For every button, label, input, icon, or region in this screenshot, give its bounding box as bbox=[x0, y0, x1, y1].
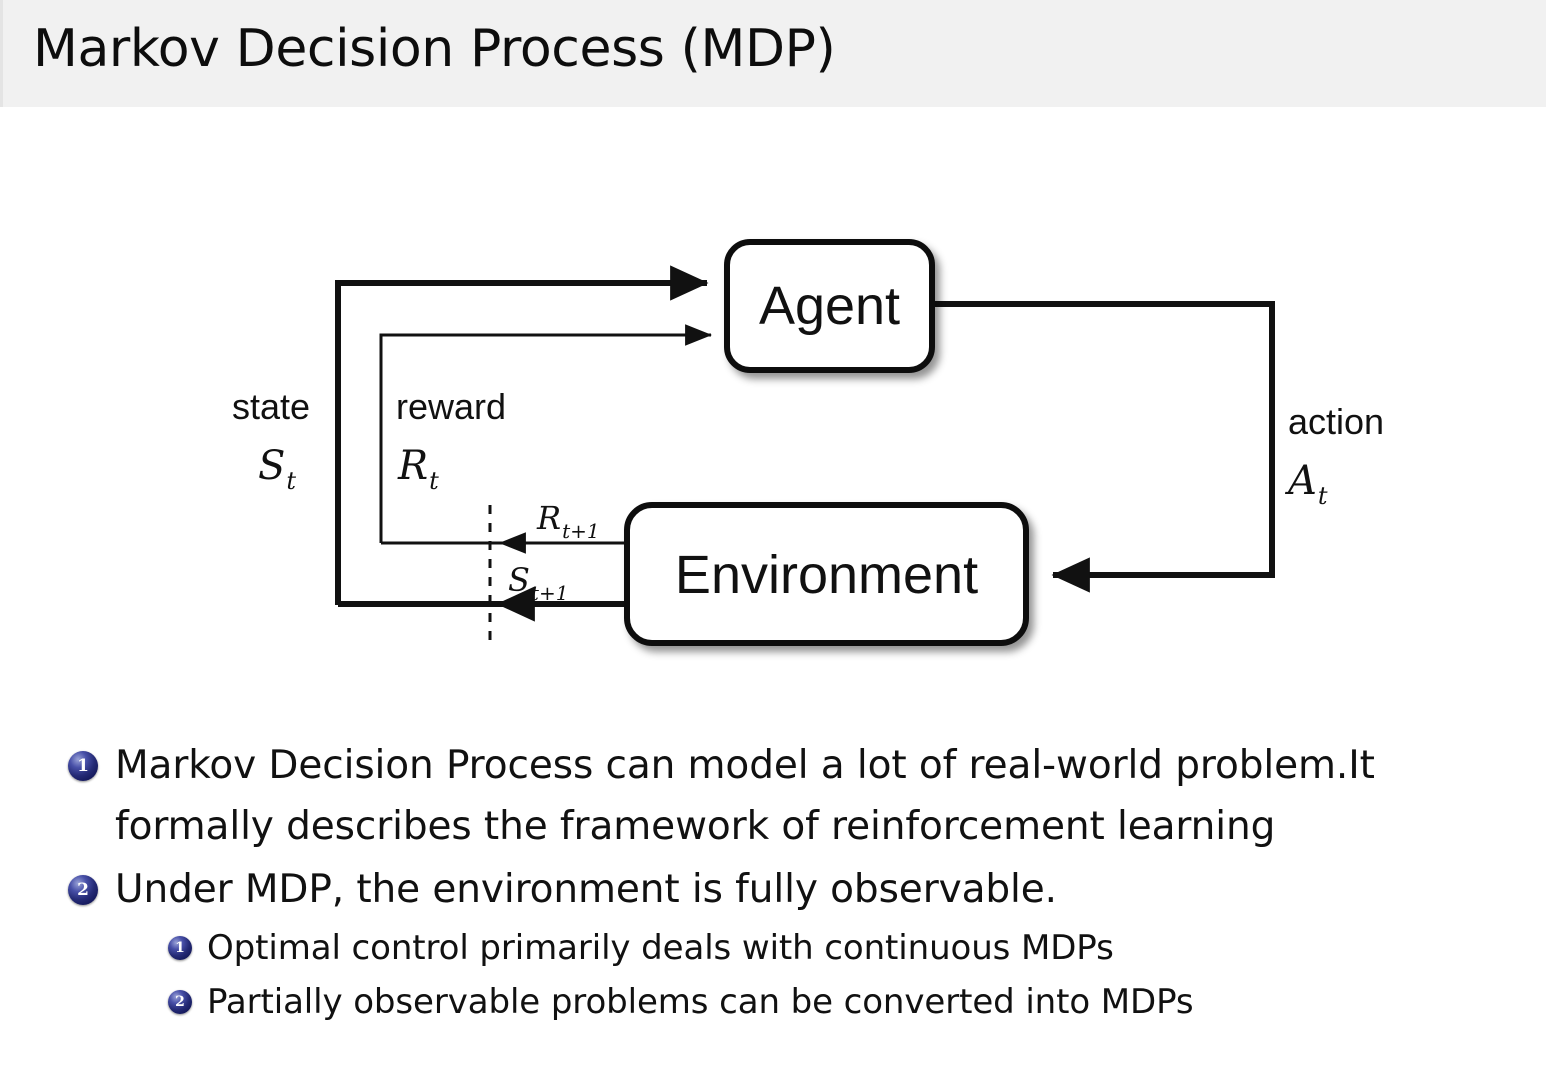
state-symbol: St bbox=[258, 443, 296, 495]
list-item-line-1a: Markov Decision Process can model a lot … bbox=[115, 743, 1349, 788]
list-item[interactable]: 2 Under MDP, the environment is fully ob… bbox=[0, 859, 1546, 920]
edge-reward-to-agent bbox=[379, 324, 713, 543]
edge-state-vertical-lower bbox=[335, 601, 511, 607]
reward-label: reward bbox=[396, 386, 506, 427]
environment-node: Environment bbox=[624, 502, 1029, 646]
agent-label: Agent bbox=[759, 276, 900, 336]
bullet-number-badge: 1 bbox=[168, 936, 192, 960]
edge-state-to-agent bbox=[335, 265, 709, 605]
list-item[interactable]: 2 Partially observable problems can be c… bbox=[0, 976, 1546, 1029]
agent-box bbox=[724, 239, 935, 373]
list-item[interactable]: 1 Optimal control primarily deals with c… bbox=[0, 922, 1546, 975]
list-item-line-1b: It bbox=[1348, 743, 1375, 788]
list-item-text: Partially observable problems can be con… bbox=[207, 982, 1194, 1022]
environment-box bbox=[624, 502, 1029, 646]
list-item[interactable]: 1 Markov Decision Process can model a lo… bbox=[0, 735, 1546, 857]
bullet-number-badge: 2 bbox=[168, 990, 192, 1014]
list-item-text: Under MDP, the environment is fully obse… bbox=[115, 859, 1057, 920]
bullet-number-badge: 1 bbox=[68, 751, 98, 781]
list-item-line-2: formally describes the framework of rein… bbox=[115, 804, 1276, 849]
list-item-text: Markov Decision Process can model a lot … bbox=[115, 735, 1375, 857]
slide-header-band: Markov Decision Process (MDP) bbox=[0, 0, 1546, 107]
action-label: action bbox=[1288, 401, 1384, 442]
state-label: state bbox=[232, 386, 310, 427]
state-next-symbol: St+1 bbox=[508, 561, 568, 605]
agent-node: Agent bbox=[724, 239, 935, 373]
list-item-text: Optimal control primarily deals with con… bbox=[207, 928, 1114, 968]
edge-action-to-environment bbox=[930, 301, 1275, 593]
page-title: Markov Decision Process (MDP) bbox=[33, 19, 836, 79]
agent-environment-loop-diagram: Agent Environment state St reward Rt act… bbox=[0, 107, 1546, 707]
environment-label: Environment bbox=[675, 545, 978, 605]
list-item-line-1: Under MDP, the environment is fully obse… bbox=[115, 867, 1057, 912]
reward-symbol: Rt bbox=[397, 443, 439, 495]
bullet-list: 1 Markov Decision Process can model a lo… bbox=[0, 735, 1546, 1030]
bullet-number-badge: 2 bbox=[68, 875, 98, 905]
reward-next-symbol: Rt+1 bbox=[536, 499, 600, 543]
action-symbol: At bbox=[1284, 458, 1328, 510]
